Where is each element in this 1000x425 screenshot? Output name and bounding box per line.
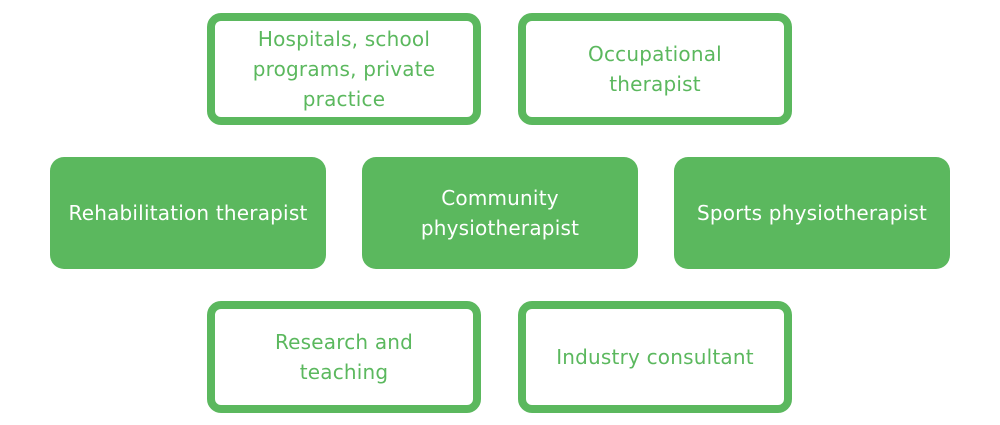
box-community-physiotherapist: Community physiotherapist [362,157,638,269]
box-sports-physiotherapist: Sports physiotherapist [674,157,950,269]
box-label: Hospitals, school programs, private prac… [252,27,436,111]
box-label: Community physiotherapist [420,186,580,240]
box-rehabilitation-therapist: Rehabilitation therapist [50,157,326,269]
box-label: Sports physiotherapist [696,201,928,225]
box-label: Research and teaching [274,330,414,384]
box-occupational-therapist: Occupational therapist [518,13,792,125]
box-label: Rehabilitation therapist [68,201,308,225]
box-label: Occupational therapist [588,42,722,96]
box-industry-consultant: Industry consultant [518,301,792,413]
box-label: Industry consultant [556,345,754,369]
box-research-and-teaching: Research and teaching [207,301,481,413]
box-hospitals-school-programs-private-practice: Hospitals, school programs, private prac… [207,13,481,125]
